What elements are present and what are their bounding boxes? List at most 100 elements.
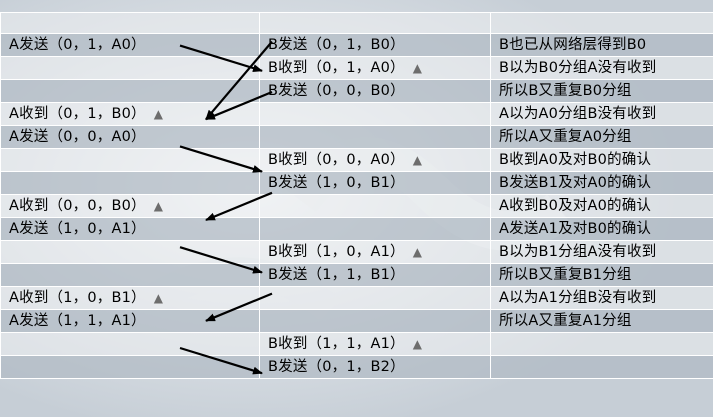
receive-marker-icon: ▲: [153, 291, 164, 305]
receive-marker-icon: ▲: [153, 199, 164, 213]
explanation-cell: B以为B1分组A没有收到: [490, 240, 713, 264]
explanation-cell: A收到B0及对A0的确认: [490, 194, 713, 218]
station-b-text: B收到（0，1，A0）: [268, 60, 405, 76]
station-b-cell: B收到（0，0，A0） ▲: [259, 148, 491, 172]
explanation-text: 所以A又重复A0分组: [499, 129, 632, 145]
station-b-text: B收到（1，0，A1）: [268, 244, 405, 260]
station-b-cell: B发送（1，1，B1）: [259, 263, 491, 287]
station-b-cell: B发送（1，0，B1）: [259, 171, 491, 195]
station-a-text: A收到（0，0，B0）: [9, 198, 146, 214]
receive-marker-icon: ▲: [412, 337, 423, 351]
station-b-text: B发送（1，1，B1）: [268, 267, 405, 283]
explanation-cell: [490, 355, 713, 379]
explanation-cell: 所以A又重复A0分组: [490, 125, 713, 149]
station-a-cell: [0, 263, 260, 287]
explanation-text: B收到A0及对B0的确认: [499, 152, 652, 168]
station-b-cell: [259, 194, 491, 218]
explanation-text: A收到B0及对A0的确认: [499, 198, 652, 214]
explanation-text: 所以A又重复A1分组: [499, 313, 632, 329]
station-a-text: A发送（0，0，A0）: [9, 129, 146, 145]
table-row: B发送（0，0，B0） 所以B又重复B0分组: [0, 79, 713, 103]
explanation-text: B以为B0分组A没有收到: [499, 60, 657, 76]
receive-marker-icon: ▲: [412, 245, 423, 259]
station-b-cell: B发送（0，1，B2）: [259, 355, 491, 379]
explanation-cell: B收到A0及对B0的确认: [490, 148, 713, 172]
station-a-cell: A发送（0，0，A0）: [0, 125, 260, 149]
station-a-cell: A收到（1，0，B1） ▲: [0, 286, 260, 310]
explanation-cell: A发送A1及对B0的确认: [490, 217, 713, 241]
explanation-cell: [490, 332, 713, 356]
station-a-cell: [0, 332, 260, 356]
header-cell-a: [0, 12, 260, 34]
station-a-cell: A发送（1，1，A1）: [0, 309, 260, 333]
station-b-text: B发送（0，1，B0）: [268, 37, 405, 53]
header-cell-c: [490, 12, 713, 34]
explanation-text: 所以B又重复B0分组: [499, 83, 632, 99]
station-a-cell: [0, 240, 260, 264]
station-b-cell: B发送（0，1，B0）: [259, 33, 491, 57]
explanation-text: B也已从网络层得到B0: [499, 37, 647, 53]
table-row: A发送（1，1，A1） 所以A又重复A1分组: [0, 309, 713, 333]
station-a-cell: A发送（0，1，A0）: [0, 33, 260, 57]
station-b-text: B发送（0，1，B2）: [268, 359, 405, 375]
table-row: B收到（1，0，A1） ▲ B以为B1分组A没有收到: [0, 240, 713, 264]
station-a-cell: A收到（0，0，B0） ▲: [0, 194, 260, 218]
table-row: A收到（0，1，B0）▲ A以为A0分组B没有收到: [0, 102, 713, 126]
station-a-cell: [0, 355, 260, 379]
table-row: B收到（0，1，A0） ▲ B以为B0分组A没有收到: [0, 56, 713, 80]
station-b-text: B收到（1，1，A1）: [268, 336, 405, 352]
station-a-cell: [0, 171, 260, 195]
explanation-text: A以为A0分组B没有收到: [499, 106, 657, 122]
table-row: B发送（1，1，B1） 所以B又重复B1分组: [0, 263, 713, 287]
explanation-cell: B以为B0分组A没有收到: [490, 56, 713, 80]
receive-marker-icon: ▲: [412, 61, 423, 75]
station-a-cell: [0, 79, 260, 103]
table-row: B收到（1，1，A1） ▲: [0, 332, 713, 356]
station-b-cell: B发送（0，0，B0）: [259, 79, 491, 103]
table-row: A发送（0，0，A0） 所以A又重复A0分组: [0, 125, 713, 149]
station-a-cell: A收到（0，1，B0）▲: [0, 102, 260, 126]
station-a-cell: [0, 148, 260, 172]
station-b-cell: [259, 102, 491, 126]
table-row: A收到（1，0，B1） ▲ A以为A1分组B没有收到: [0, 286, 713, 310]
station-b-cell: B收到（0，1，A0） ▲: [259, 56, 491, 80]
station-b-cell: [259, 309, 491, 333]
table-row: B发送（0，1，B2）: [0, 355, 713, 379]
station-b-cell: [259, 286, 491, 310]
explanation-cell: 所以A又重复A1分组: [490, 309, 713, 333]
station-a-text: A收到（1，0，B1）: [9, 290, 146, 306]
station-b-cell: [259, 217, 491, 241]
station-a-text: A发送（0，1，A0）: [9, 37, 146, 53]
explanation-text: 所以B又重复B1分组: [499, 267, 632, 283]
station-a-cell: A发送（1，0，A1）: [0, 217, 260, 241]
station-b-text: B收到（0，0，A0）: [268, 152, 405, 168]
station-a-text: A发送（1，1，A1）: [9, 313, 146, 329]
station-b-cell: [259, 125, 491, 149]
header-row: [0, 12, 713, 34]
explanation-cell: 所以B又重复B0分组: [490, 79, 713, 103]
station-a-text: A发送（1，0，A1）: [9, 221, 146, 237]
station-b-text: B发送（0，0，B0）: [268, 83, 405, 99]
explanation-cell: A以为A1分组B没有收到: [490, 286, 713, 310]
station-b-cell: B收到（1，0，A1） ▲: [259, 240, 491, 264]
station-a-cell: [0, 56, 260, 80]
station-b-text: B发送（1，0，B1）: [268, 175, 405, 191]
table-row: B发送（1，0，B1） B发送B1及对A0的确认: [0, 171, 713, 195]
table-row: A发送（0，1，A0） B发送（0，1，B0） B也已从网络层得到B0: [0, 33, 713, 57]
receive-marker-icon: ▲: [412, 153, 423, 167]
explanation-text: B以为B1分组A没有收到: [499, 244, 657, 260]
table-row: A发送（1，0，A1） A发送A1及对B0的确认: [0, 217, 713, 241]
explanation-text: A以为A1分组B没有收到: [499, 290, 657, 306]
station-a-text: A收到（0，1，B0）: [9, 106, 146, 122]
explanation-cell: A以为A0分组B没有收到: [490, 102, 713, 126]
table-row: B收到（0，0，A0） ▲ B收到A0及对B0的确认: [0, 148, 713, 172]
explanation-text: B发送B1及对A0的确认: [499, 175, 652, 191]
station-b-cell: B收到（1，1，A1） ▲: [259, 332, 491, 356]
explanation-text: A发送A1及对B0的确认: [499, 221, 652, 237]
header-cell-b: [259, 12, 491, 34]
explanation-cell: B发送B1及对A0的确认: [490, 171, 713, 195]
explanation-cell: 所以B又重复B1分组: [490, 263, 713, 287]
explanation-cell: B也已从网络层得到B0: [490, 33, 713, 57]
